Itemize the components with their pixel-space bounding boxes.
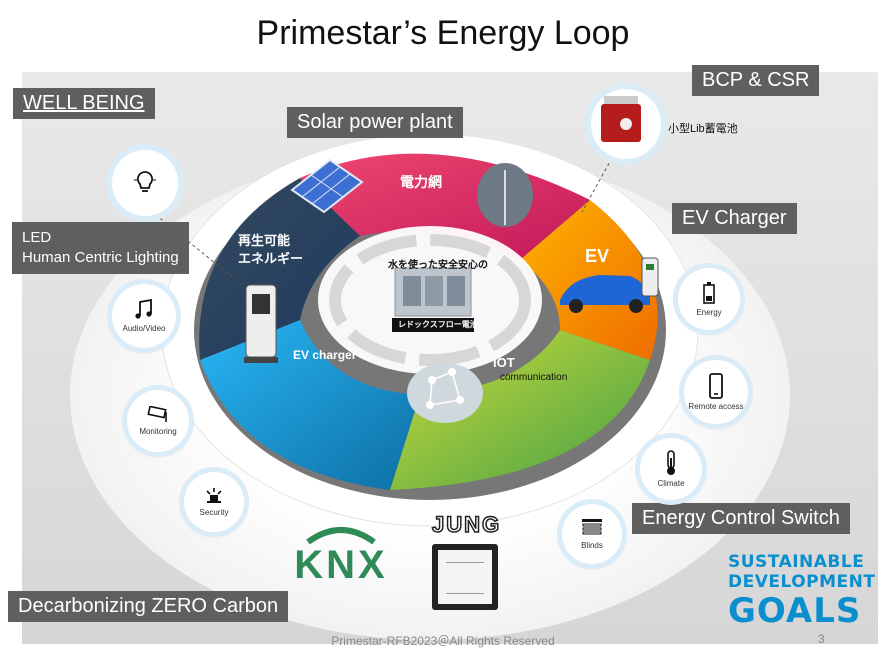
battery-label: レドックスフロー電池 xyxy=(398,319,478,330)
blinds-label: Blinds xyxy=(580,541,604,550)
well-being-tag: WELL BEING xyxy=(13,88,155,119)
knx-logo: KNX xyxy=(286,526,396,582)
sdg-line1: SUSTAINABLE xyxy=(728,552,876,572)
grid-label: 電力網 xyxy=(400,172,442,192)
lib-battery-image xyxy=(588,86,664,162)
renewable-label-line2: エネルギー xyxy=(238,248,303,267)
cctv-camera-icon xyxy=(146,406,170,424)
ev-label: EV xyxy=(585,246,609,267)
battery-callout: 小型Lib蓄電池 xyxy=(668,120,738,136)
monitoring-label: Monitoring xyxy=(138,427,178,436)
decarbonizing-tag: Decarbonizing ZERO Carbon xyxy=(8,591,288,622)
alarm-icon xyxy=(204,487,224,505)
blinds-icon xyxy=(581,518,603,538)
music-note-icon xyxy=(134,299,154,321)
blinds-bubble: Blinds xyxy=(562,504,622,564)
audio-video-label: Audio/Video xyxy=(123,324,166,333)
page-number: 3 xyxy=(818,632,825,646)
renewable-label-line1: 再生可能 xyxy=(238,230,290,249)
jung-switch-image xyxy=(432,544,498,610)
monitoring-bubble: Monitoring xyxy=(127,390,189,452)
remote-access-bubble: Remote access xyxy=(684,360,748,424)
sdg-line2: DEVELOPMENT xyxy=(728,572,876,592)
iot-label: IOT xyxy=(493,355,515,370)
ev-charger-tag: EV Charger xyxy=(672,203,797,234)
remote-access-label: Remote access xyxy=(688,402,743,411)
climate-bubble: Climate xyxy=(640,438,702,500)
audio-video-bubble: Audio/Video xyxy=(112,284,176,348)
smartphone-icon xyxy=(708,373,724,399)
security-label: Security xyxy=(199,508,229,517)
thermometer-icon xyxy=(664,450,678,476)
energy-control-switch-tag: Energy Control Switch xyxy=(632,503,850,534)
iot-house-image xyxy=(407,363,483,423)
led-tag: LED Human Centric Lighting xyxy=(12,222,189,274)
energy-bubble: Energy xyxy=(678,268,740,330)
sdg-logo: SUSTAINABLE DEVELOPMENT GOALS xyxy=(728,552,876,630)
lightbulb-icon xyxy=(131,168,159,196)
bcp-csr-tag: BCP & CSR xyxy=(692,65,819,96)
ev-charger-image xyxy=(244,285,278,363)
ev-charger-ring-label: EV charger xyxy=(293,348,356,362)
footer-copyright: Primestar-RFB2023＠All Rights Reserved xyxy=(0,632,886,649)
sdg-line3: GOALS xyxy=(728,592,876,630)
security-bubble: Security xyxy=(184,472,244,532)
communication-label: communication xyxy=(500,372,567,383)
battery-icon xyxy=(702,281,716,305)
led-tag-line2: Human Centric Lighting xyxy=(22,248,179,268)
knx-logo-text: KNX xyxy=(294,543,387,582)
solar-power-plant-tag: Solar power plant xyxy=(287,107,463,138)
center-caption: 水を使った安全安心の xyxy=(388,256,488,271)
climate-label: Climate xyxy=(657,479,684,488)
led-tag-line1: LED xyxy=(22,228,179,248)
energy-label: Energy xyxy=(696,308,722,317)
jung-logo: JUNG xyxy=(432,512,501,538)
well-being-text: WELL BEING xyxy=(23,92,145,114)
